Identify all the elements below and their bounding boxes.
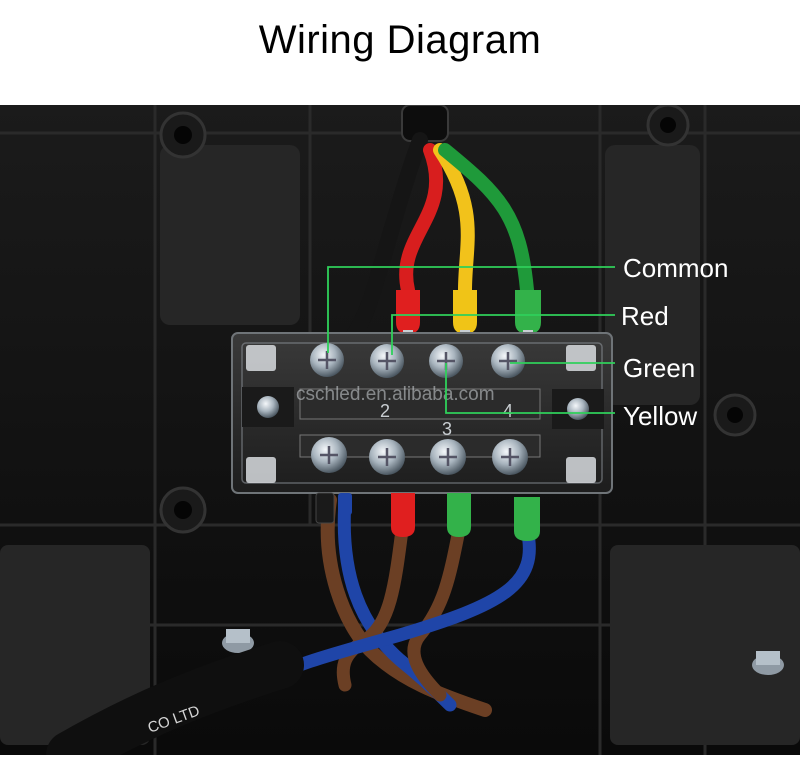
mount-boss-right: [713, 393, 757, 437]
terminal-screw-3-top: [429, 344, 463, 378]
wire-red-top: [399, 143, 443, 297]
leader-red: [391, 314, 615, 355]
wiring-photo: 2 3 4 cschled.en.alibaba.com CO LTD: [0, 105, 800, 755]
leader-common: [327, 266, 615, 353]
leader-yellow: [445, 363, 615, 414]
terminal-number-2: 2: [380, 401, 390, 421]
ferrule-blue-bottom: [338, 493, 352, 515]
terminal-screw-3-bottom: [430, 439, 466, 475]
bottom-margin: [0, 755, 800, 783]
leader-lines: [327, 266, 615, 414]
terminal-mount-screw-left: [242, 387, 294, 427]
ferrule-red-bottom: [391, 493, 415, 537]
mount-boss-top-left: [159, 111, 207, 159]
screw-bottom-right: [752, 651, 784, 675]
label-green: Green: [623, 353, 696, 383]
wire-green-top: [438, 143, 534, 297]
ferrule-black-bottom: [315, 492, 335, 524]
terminal-screw-2-bottom: [369, 439, 405, 475]
terminal-screw-1-bottom: [311, 437, 347, 473]
label-yellow: Yellow: [623, 401, 698, 431]
terminal-screw-1-top: [310, 343, 344, 377]
mount-boss-top-right: [646, 105, 690, 147]
ferrule-green-bottom-3: [447, 493, 471, 537]
watermark-text: cschled.en.alibaba.com: [296, 384, 495, 405]
diagram-title: Wiring Diagram: [258, 18, 542, 62]
terminal-screw-2-top: [370, 344, 404, 378]
wire-brown-2-bottom: [336, 523, 409, 692]
mount-boss-left: [159, 486, 207, 534]
screw-bottom-left: [222, 629, 254, 653]
wire-yellow-top: [433, 143, 475, 297]
label-common: Common: [623, 253, 729, 283]
label-red: Red: [621, 301, 669, 331]
ferrule-green-bottom-4: [514, 497, 540, 541]
terminal-screw-4-top: [491, 344, 525, 378]
terminal-number-4: 4: [503, 401, 513, 421]
terminal-mount-screw-right: [552, 389, 604, 429]
terminal-screw-4-bottom: [492, 439, 528, 475]
terminal-number-3: 3: [442, 419, 452, 439]
